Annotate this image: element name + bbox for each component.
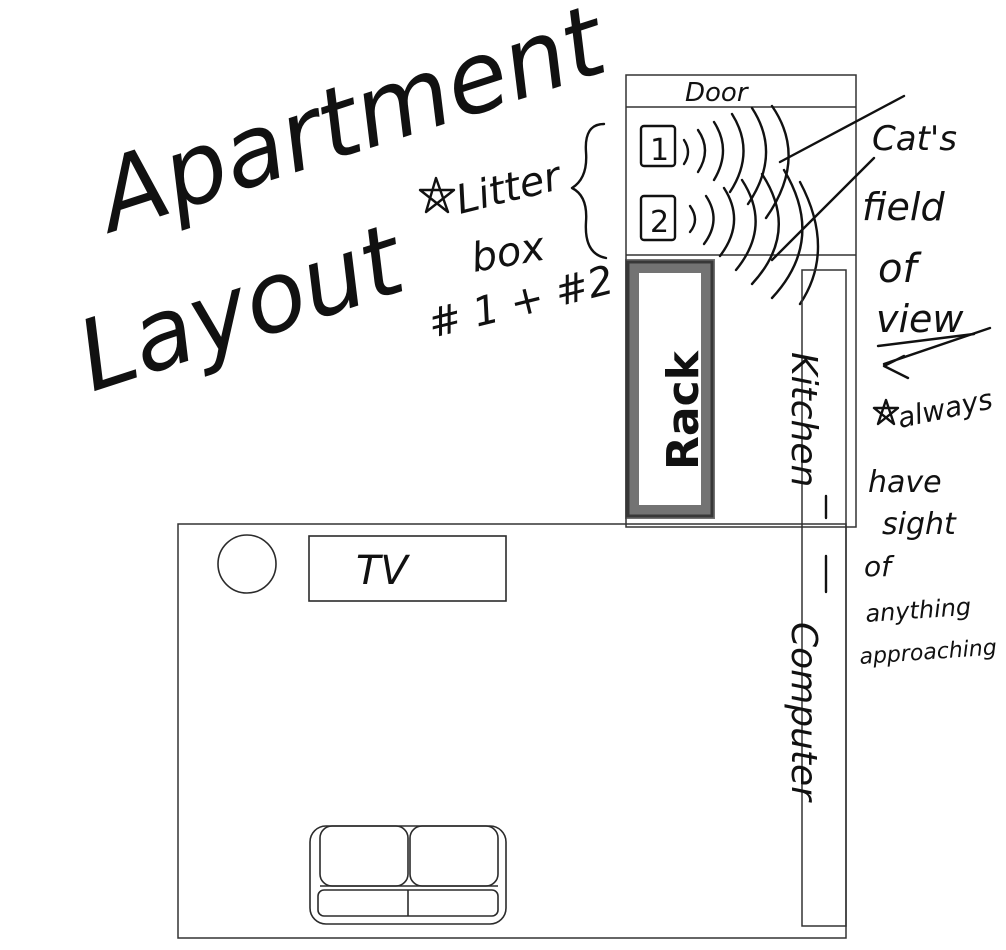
litter-box-1-label: 1: [650, 133, 669, 168]
litter-note-brace: [570, 122, 608, 260]
fov-line-2: field: [862, 185, 945, 229]
field-of-view-note: Cat's field of view: [770, 94, 992, 380]
rack: Rack: [625, 259, 715, 519]
star-icon: [418, 176, 456, 214]
living-room-outline: [177, 523, 847, 939]
couch-icon: [309, 825, 507, 925]
sight-line-3: sight: [882, 507, 957, 542]
field-of-view-arcs: [682, 104, 820, 306]
litter-box-2-label: 2: [650, 205, 669, 240]
sight-note: always have sight of anything approachin…: [859, 383, 998, 670]
computer-label: Computer: [783, 622, 824, 803]
litter-box-1: 1: [639, 124, 677, 168]
hallway: Door: [625, 74, 857, 528]
litter-box-2: 2: [639, 194, 677, 242]
living-room: TV: [177, 523, 847, 939]
litter-note-line-2: box: [468, 224, 549, 282]
fov-line-1: Cat's: [872, 119, 957, 159]
litter-box-note: Litter box # 1 + #2: [418, 122, 618, 348]
sight-line-5: anything: [864, 593, 972, 628]
lamp-icon: [217, 534, 277, 594]
sight-line-1: always: [895, 383, 996, 435]
sight-line-6: approaching: [859, 635, 998, 670]
counter: Kitchen Computer: [783, 269, 847, 927]
tv-label: TV: [356, 548, 410, 594]
sight-line-2: have: [868, 465, 942, 500]
kitchen-label: Kitchen: [783, 352, 824, 487]
door-label: Door: [685, 78, 750, 108]
rack-label: Rack: [658, 349, 709, 470]
star-icon: [872, 398, 900, 426]
apartment-title: Apartment Layout: [64, 0, 621, 415]
tv-stand: [308, 535, 507, 602]
fov-line-4: view: [876, 297, 964, 341]
litter-note-line-1: Litter: [451, 153, 567, 224]
sight-line-4: of: [864, 550, 895, 583]
fov-line-3: of: [878, 246, 922, 292]
